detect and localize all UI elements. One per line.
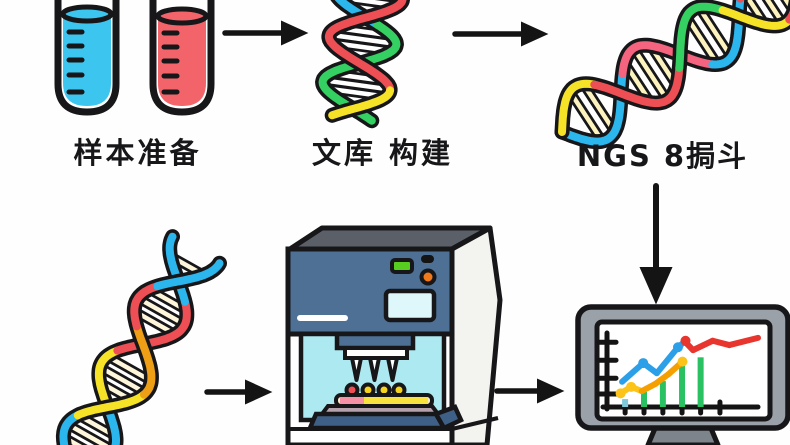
arrow-dna-to-sequencer: [204, 379, 273, 405]
machine-display: [383, 288, 437, 323]
chart-bar: [640, 391, 647, 407]
dispenser-manifold: [334, 331, 416, 351]
chart-dot: [672, 342, 683, 353]
test-tubes-icon: [54, 0, 215, 116]
chart-dot: [677, 356, 688, 367]
chart-bar: [679, 363, 686, 407]
status-led-green: [390, 258, 414, 274]
arrow-ngs-to-monitor: [639, 183, 673, 305]
tube-tick-marks: [66, 29, 85, 95]
label-ngs-sequencing: NGS 8挶斗: [576, 139, 749, 173]
chart-bar: [659, 381, 666, 407]
chart-bar: [697, 357, 704, 407]
stage-base-side: [432, 404, 464, 431]
panel-slot: [421, 255, 434, 263]
plate-yellow-zone: [364, 397, 428, 404]
chart-dot: [638, 358, 649, 369]
plate-pink-zone: [340, 397, 364, 404]
chart-dot: [626, 381, 637, 392]
test-tube-red: [149, 0, 215, 116]
chart-bar: [622, 399, 629, 407]
monitor-chart-icon: [575, 304, 790, 445]
chart-line-segment: [690, 337, 716, 354]
dna-helix-icon: [315, 0, 410, 129]
arrow-library-to-ngs: [452, 21, 549, 47]
base-seam-side: [451, 416, 499, 431]
chart-line-segment: [653, 344, 681, 377]
results-chart: [596, 330, 761, 416]
chart-dot: [680, 335, 691, 346]
chart-line-segment: [726, 334, 761, 349]
chart-dot: [615, 388, 626, 399]
pipette-tips: [350, 356, 399, 382]
sequencing-machine-icon: [285, 225, 503, 445]
dna-helix-input-icon: [55, 229, 227, 445]
dna-helix-large-icon: [554, 0, 790, 150]
stage-base: [306, 411, 448, 431]
power-button: [419, 268, 437, 286]
label-sample-prep: 样本准备: [73, 136, 202, 170]
tube-tick-marks: [161, 30, 180, 95]
arrow-sequencer-to-monitor: [494, 378, 565, 404]
label-library-construction: 文库 构建: [311, 136, 454, 170]
arrow-sample-to-library: [222, 20, 309, 46]
test-tube-blue: [54, 0, 120, 116]
